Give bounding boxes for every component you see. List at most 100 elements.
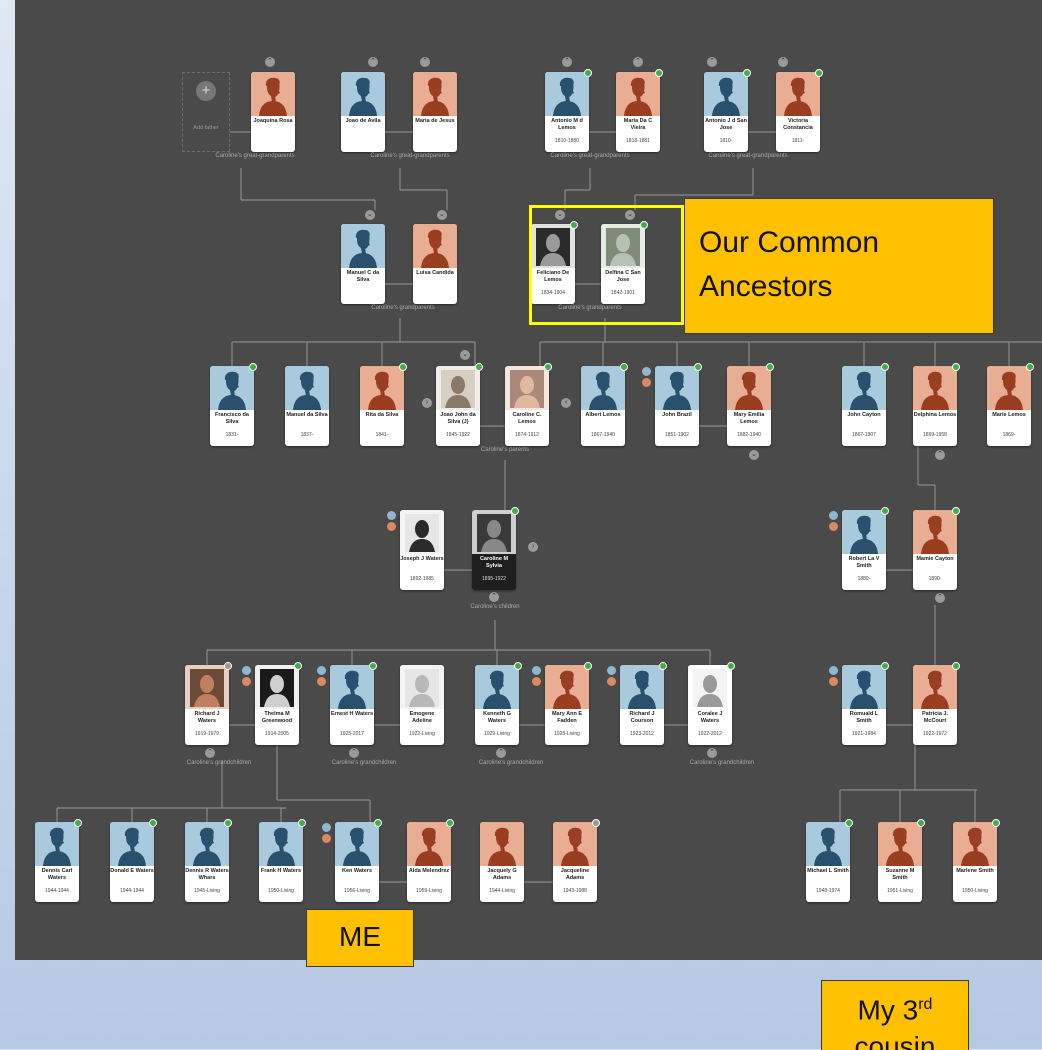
chevron-down-icon[interactable]: ⌄ [460,350,470,360]
dna-match-icon[interactable] [829,522,838,531]
add-father-button[interactable]: + Add father [182,72,230,152]
chevron-up-icon[interactable]: ⌃ [935,593,945,603]
hint-leaf-icon[interactable] [511,507,519,515]
hint-leaf-icon[interactable] [766,363,774,371]
chevron-up-icon[interactable]: ⌃ [778,57,788,67]
hint-leaf-icon[interactable] [475,363,483,371]
hint-leaf-icon[interactable] [446,819,454,827]
hint-leaf-icon[interactable] [952,363,960,371]
hint-leaf-icon[interactable] [694,363,702,371]
chevron-up-icon[interactable]: ⌃ [265,57,275,67]
hint-leaf-icon[interactable] [917,819,925,827]
chevron-up-icon[interactable]: ⌃ [368,57,378,67]
hint-leaf-icon[interactable] [952,662,960,670]
chevron-right-icon[interactable]: › [528,542,538,552]
hint-leaf-icon[interactable] [584,662,592,670]
hint-leaf-icon[interactable] [374,819,382,827]
chevron-down-icon[interactable]: ⌄ [365,210,375,220]
dna-match-icon[interactable] [322,823,331,832]
hint-leaf-icon[interactable] [584,69,592,77]
dna-match-icon[interactable] [642,378,651,387]
hint-leaf-icon[interactable] [815,69,823,77]
hint-leaf-icon[interactable] [845,819,853,827]
hint-leaf-icon[interactable] [727,662,735,670]
person-card[interactable]: Antonio J d San Jose1810- [704,72,748,152]
hint-leaf-icon[interactable] [544,363,552,371]
hint-grey-icon[interactable] [224,662,232,670]
dna-match-icon[interactable] [532,677,541,686]
dna-match-icon[interactable] [829,666,838,675]
chevron-up-icon[interactable]: ⌃ [633,57,643,67]
dna-match-icon[interactable] [387,511,396,520]
hint-leaf-icon[interactable] [620,363,628,371]
person-card[interactable]: Dennis Carl Waters1944-1944 [35,822,79,902]
hint-leaf-icon[interactable] [399,363,407,371]
chevron-left-icon[interactable]: ‹ [561,398,571,408]
person-card[interactable]: Joao John da Silva (J)1845-1922 [436,366,480,446]
chevron-up-icon[interactable]: ⌃ [205,748,215,758]
person-card[interactable]: Alda Melendrez1959-Living [407,822,451,902]
chevron-up-icon[interactable]: ⌃ [935,450,945,460]
hint-leaf-icon[interactable] [881,507,889,515]
person-card[interactable]: Maria de Jesus [413,72,457,152]
person-card[interactable]: Joao de Avila [341,72,385,152]
hint-leaf-icon[interactable] [655,69,663,77]
chevron-up-icon[interactable]: ⌃ [489,592,499,602]
person-card[interactable]: Marie Lemos1869- [987,366,1031,446]
dna-match-icon[interactable] [242,666,251,675]
hint-leaf-icon[interactable] [743,69,751,77]
dna-match-icon[interactable] [829,511,838,520]
dna-match-icon[interactable] [317,666,326,675]
person-card[interactable]: Mary Emilia Lemos1882-1940 [727,366,771,446]
chevron-up-icon[interactable]: ⌃ [707,748,717,758]
chevron-right-icon[interactable]: › [422,398,432,408]
dna-match-icon[interactable] [322,834,331,843]
hint-leaf-icon[interactable] [881,363,889,371]
hint-leaf-icon[interactable] [659,662,667,670]
hint-leaf-icon[interactable] [74,819,82,827]
hint-leaf-icon[interactable] [992,819,1000,827]
hint-leaf-icon[interactable] [514,662,522,670]
hint-leaf-icon[interactable] [249,363,257,371]
chevron-up-icon[interactable]: ⌃ [349,748,359,758]
person-card[interactable]: Mary Ann E Fadden1928-Living [545,665,589,745]
dna-match-icon[interactable] [242,677,251,686]
hint-leaf-icon[interactable] [881,662,889,670]
chevron-up-icon[interactable]: ⌃ [707,57,717,67]
hint-leaf-icon[interactable] [298,819,306,827]
dna-match-icon[interactable] [642,367,651,376]
chevron-down-icon[interactable]: ⌄ [437,210,447,220]
chevron-up-icon[interactable]: ⌃ [496,748,506,758]
hint-leaf-icon[interactable] [952,507,960,515]
person-card[interactable]: Luisa Candida [413,224,457,304]
dna-match-icon[interactable] [607,666,616,675]
